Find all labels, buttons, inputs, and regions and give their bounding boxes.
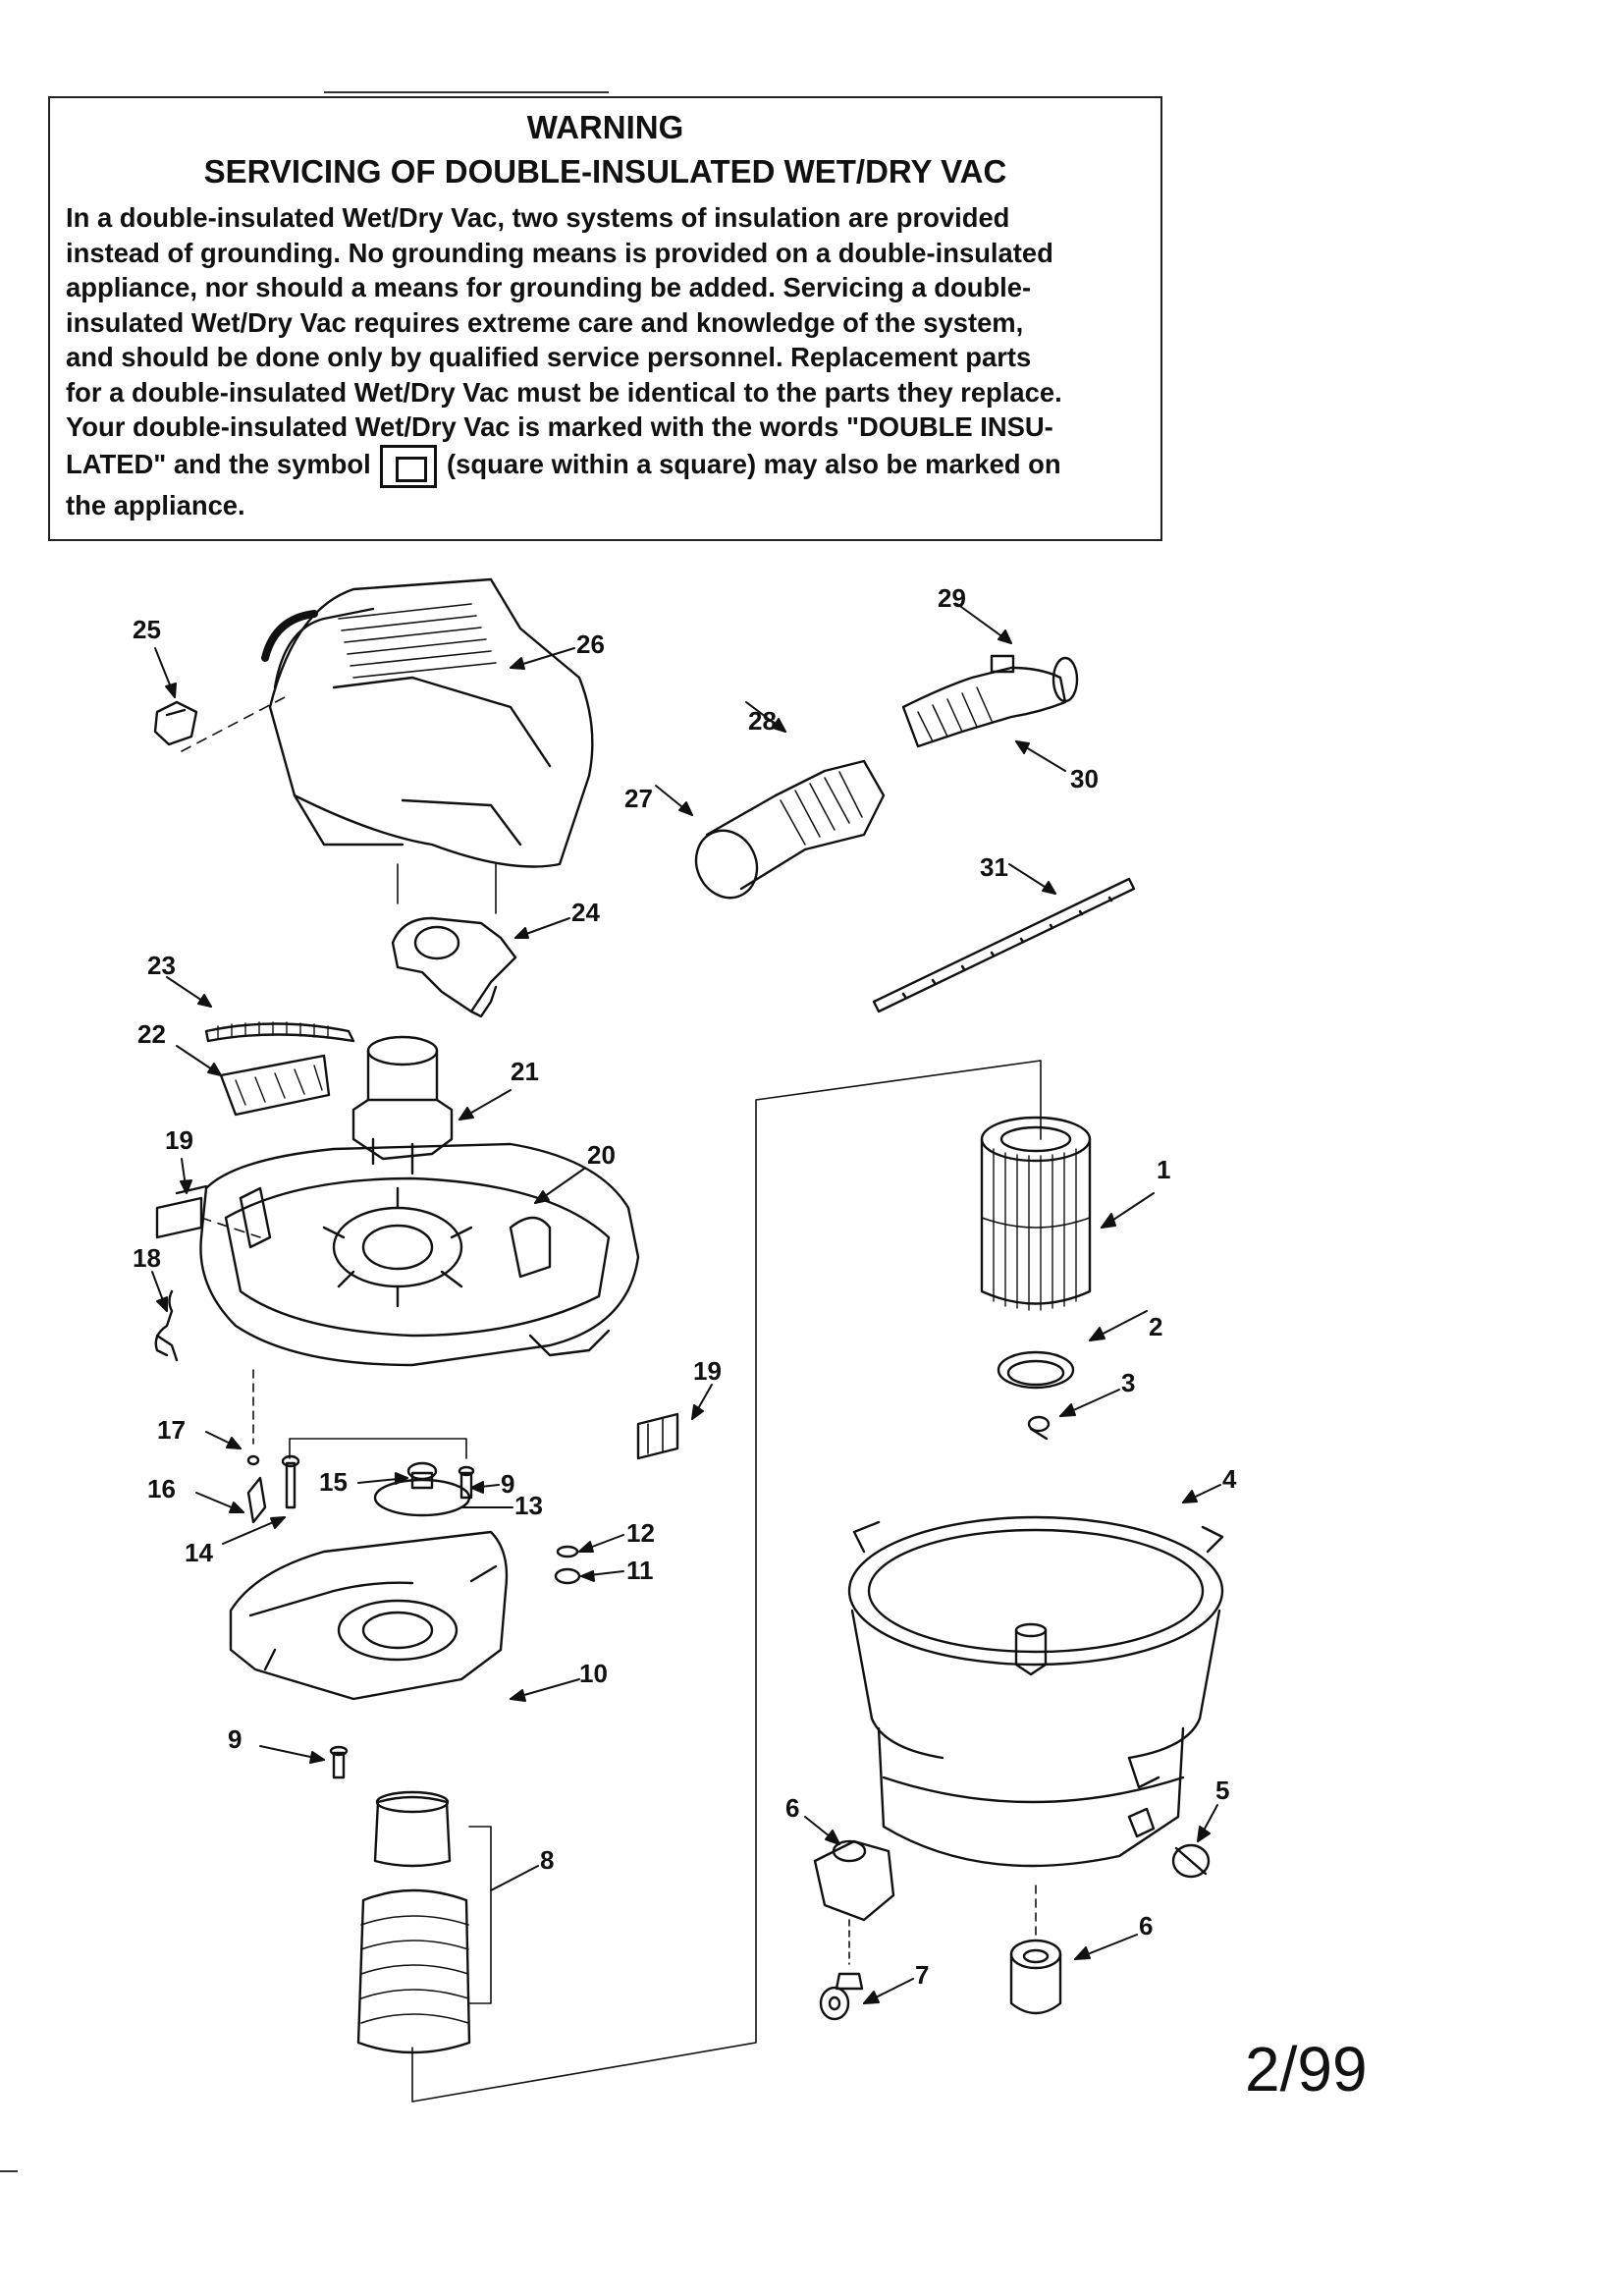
callout-25: 25 <box>133 615 161 644</box>
float-cage-part <box>391 863 517 1018</box>
callout-28: 28 <box>748 706 777 736</box>
hose-part <box>694 654 1079 900</box>
callout-6: 6 <box>785 1793 799 1823</box>
page-number: 2/99 <box>1245 2034 1368 2105</box>
warning-line: the appliance. <box>66 489 245 520</box>
collection-drum-part <box>847 1515 1224 1868</box>
callout-3: 3 <box>1121 1368 1135 1397</box>
filter-retainer-part <box>997 1350 1075 1441</box>
callout-29: 29 <box>938 583 966 613</box>
callout-23: 23 <box>147 951 176 980</box>
warning-line: for a double-insulated Wet/Dry Vac must … <box>66 376 1062 408</box>
callout-10: 10 <box>579 1659 608 1688</box>
power-cord-part <box>154 1289 179 1362</box>
callout-7: 7 <box>915 1960 929 1990</box>
lid-part <box>199 1142 640 1367</box>
caster-wheel-part <box>819 1919 864 2021</box>
warning-line: and should be done only by qualified ser… <box>66 342 1032 372</box>
callout-4: 4 <box>1222 1464 1237 1494</box>
callout-20: 20 <box>587 1140 616 1170</box>
callout-27: 27 <box>624 784 653 813</box>
callout-19: 19 <box>693 1356 722 1386</box>
switch-part <box>153 696 286 752</box>
warning-line: appliance, nor should a means for ground… <box>66 272 1032 302</box>
callout-21: 21 <box>511 1057 539 1086</box>
warning-line: LATED" and the symbol (square within a s… <box>66 444 1145 488</box>
callout-31: 31 <box>980 852 1008 882</box>
cartridge-filter-part <box>980 1116 1092 1311</box>
warning-line: In a double-insulated Wet/Dry Vac, two s… <box>66 202 1010 233</box>
foam-filter-part <box>356 1060 1042 2103</box>
callout-13: 13 <box>514 1491 543 1520</box>
latch-part <box>636 1412 679 1460</box>
latch-part <box>155 1184 261 1239</box>
callout-30: 30 <box>1070 764 1099 793</box>
callout-17: 17 <box>157 1415 186 1445</box>
motor-cover-part <box>261 577 594 868</box>
callout-11: 11 <box>626 1556 654 1585</box>
top-rule <box>324 91 609 93</box>
warning-line: Your double-insulated Wet/Dry Vac is mar… <box>66 411 1053 442</box>
motor-base-part <box>229 1530 509 1701</box>
callout-1: 1 <box>1157 1155 1170 1184</box>
margin-tick <box>0 2170 18 2172</box>
warning-line: instead of grounding. No grounding means… <box>66 237 1053 268</box>
callout-24: 24 <box>571 898 600 927</box>
callout-6: 6 <box>1139 1911 1153 1941</box>
callout-19: 19 <box>165 1125 193 1155</box>
warning-subtitle: SERVICING OF DOUBLE-INSULATED WET/DRY VA… <box>203 153 1007 190</box>
callout-5: 5 <box>1215 1776 1229 1805</box>
callout-leaders <box>151 603 1221 2004</box>
lid-filter-part <box>204 1021 355 1117</box>
screw-part <box>329 1745 349 1779</box>
warning-line-part: LATED" and the symbol <box>66 448 371 479</box>
callout-15: 15 <box>319 1467 348 1497</box>
motor-part <box>351 1035 454 1175</box>
warning-line-part: (square within a square) may also be mar… <box>447 448 1061 479</box>
callout-22: 22 <box>137 1019 166 1049</box>
callout-14: 14 <box>185 1538 213 1567</box>
callout-26: 26 <box>576 629 605 659</box>
callout-8: 8 <box>540 1845 554 1875</box>
caster-base-part <box>813 1839 1062 2015</box>
double-insulated-symbol-icon <box>380 444 438 488</box>
callout-9: 9 <box>501 1469 514 1499</box>
trim-strip-part <box>872 877 1136 1013</box>
warning-body: In a double-insulated Wet/Dry Vac, two s… <box>66 200 1145 522</box>
callout-12: 12 <box>626 1518 655 1548</box>
callout-2: 2 <box>1149 1312 1162 1341</box>
callout-18: 18 <box>133 1243 161 1273</box>
warning-title: WARNING <box>526 109 684 145</box>
callout-16: 16 <box>147 1474 176 1503</box>
warning-line: insulated Wet/Dry Vac requires extreme c… <box>66 306 1024 338</box>
callout-9: 9 <box>228 1724 242 1754</box>
drain-cap-part <box>1127 1807 1211 1879</box>
warning-box: WARNING SERVICING OF DOUBLE-INSULATED WE… <box>48 96 1162 541</box>
exploded-parts-diagram: 1 2 3 4 5 6 6 7 8 9 9 10 11 12 13 14 15 … <box>133 577 1237 2103</box>
hardware-parts <box>246 1369 581 1585</box>
